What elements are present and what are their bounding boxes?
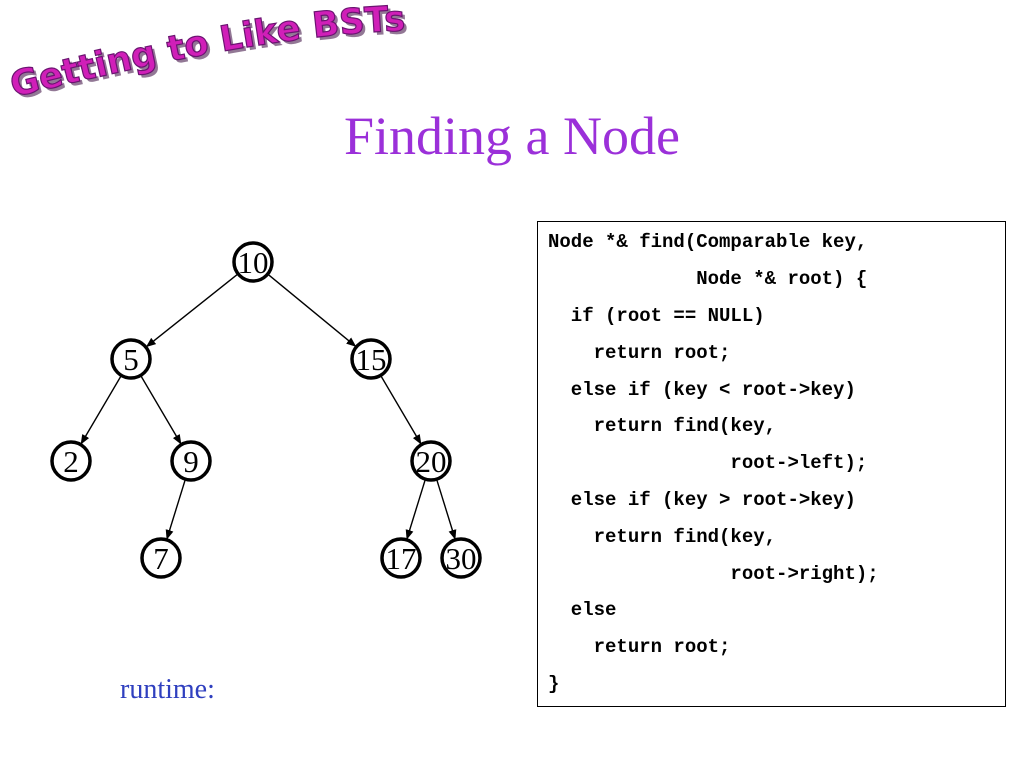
tree-node-circle (140, 537, 182, 579)
wordart-heading: Getting to Like BSTs Getting to Like BST… (6, 0, 409, 109)
tree-node: 15 (350, 338, 392, 380)
tree-node: 5 (110, 338, 152, 380)
tree-edge (145, 273, 239, 348)
runtime-label: runtime: (120, 674, 215, 705)
tree-node-circle (380, 537, 422, 579)
tree-edge (405, 478, 427, 540)
code-box: Node *& find(Comparable key, Node *& roo… (537, 221, 1006, 707)
tree-node: 30 (440, 537, 482, 579)
code-line: Node *& root) { (548, 268, 868, 290)
tree-node-circle (350, 338, 392, 380)
code-line: return root; (548, 342, 731, 364)
tree-node: 10 (232, 241, 274, 283)
tree-node: 2 (50, 440, 92, 482)
tree-node-label: 5 (123, 342, 139, 377)
code-line: } (548, 673, 560, 695)
code-line: else (548, 599, 617, 621)
tree-node-circle (50, 440, 92, 482)
slide-title: Finding a Node (344, 106, 680, 166)
tree-node: 20 (410, 440, 452, 482)
code-line: if (root == NULL) (548, 305, 765, 327)
tree-edge (267, 273, 357, 347)
tree-node-label: 9 (183, 444, 199, 479)
code-line: root->left); (548, 452, 868, 474)
code-line: return root; (548, 636, 731, 658)
tree-edge (165, 478, 187, 540)
tree-node-circle (440, 537, 482, 579)
tree-node: 7 (140, 537, 182, 579)
tree-edge (380, 375, 422, 445)
tree-node-circle (110, 338, 152, 380)
tree-edge (80, 375, 122, 445)
code-line: root->right); (548, 563, 879, 585)
code-line: else if (key > root->key) (548, 489, 856, 511)
tree-node-label: 7 (153, 541, 169, 576)
tree-node-label: 17 (386, 541, 417, 576)
tree-node-label: 2 (63, 444, 79, 479)
tree-node-label: 30 (446, 541, 477, 576)
tree-node-circle (232, 241, 274, 283)
tree-edge (140, 375, 182, 445)
code-line: return find(key, (548, 526, 777, 548)
tree-edges (80, 273, 457, 540)
tree-edge (435, 478, 457, 540)
tree-node: 17 (380, 537, 422, 579)
tree-node-label: 15 (356, 342, 387, 377)
code-line: else if (key < root->key) (548, 379, 856, 401)
tree-node-circle (170, 440, 212, 482)
tree-node: 9 (170, 440, 212, 482)
tree-node-circle (410, 440, 452, 482)
tree-node-label: 10 (238, 245, 269, 280)
tree-nodes: 10 5 15 2 9 20 7 17 30 (50, 241, 482, 579)
code-line: return find(key, (548, 415, 777, 437)
tree-node-label: 20 (416, 444, 447, 479)
code-line: Node *& find(Comparable key, (548, 231, 868, 253)
